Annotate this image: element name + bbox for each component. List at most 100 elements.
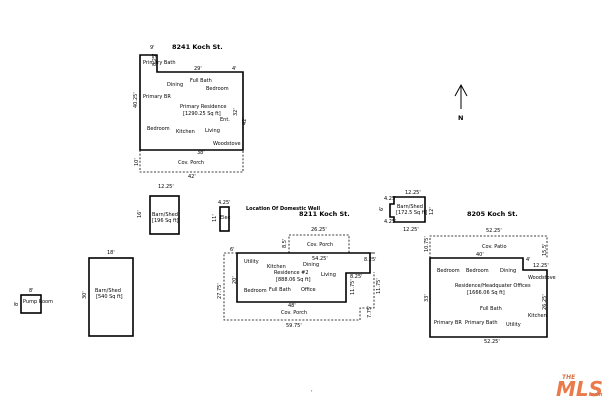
room-8205-bedroom1: Bedroom	[437, 268, 460, 274]
dim-8205-right: 26.25'	[542, 294, 548, 310]
building-8205: 8205 Koch St. 52.25' 10.75' 15.5' Cov. P…	[424, 210, 556, 345]
room-8205-patio: Cov. Patio	[482, 244, 507, 250]
watermark-suffix: .com	[589, 392, 603, 398]
north-arrow-icon: N	[454, 83, 468, 122]
room-8241-living: Living	[205, 128, 220, 134]
room-8241-bedroom1: Bedroom	[206, 86, 229, 92]
title-8205: 8205 Koch St.	[467, 210, 518, 218]
stray-mark: ,	[311, 387, 313, 393]
dim-elec-height: 11'	[212, 214, 218, 222]
watermark-the: THE	[562, 374, 576, 381]
barn540-label: Barn/Shed	[95, 288, 121, 294]
watermark-mls: MLS	[556, 377, 603, 401]
dim-barn172-side-right: 12'	[429, 207, 435, 215]
room-8241-kitchen: Kitchen	[176, 129, 195, 135]
dim-8205-inner-top: 40'	[476, 252, 484, 258]
barn172-label: Barn/Shed	[397, 204, 423, 210]
room-8241-primary-br: Primary BR	[143, 94, 171, 100]
room-8211-full-bath: Full Bath	[269, 287, 291, 293]
room-8211-bedroom: Bedroom	[244, 288, 267, 294]
dim-8211-main-top: 54.25'	[312, 256, 328, 262]
room-8241-woodstove: Woodstove	[213, 141, 241, 147]
dim-8211-porch-side: 8.5'	[282, 239, 288, 248]
dim-8241-bottom-inner: 38'	[197, 150, 205, 156]
dim-barn540-height: 30'	[82, 291, 88, 299]
room-8211-kitchen: Kitchen	[267, 264, 286, 270]
room-8241-area: [1290.25 Sq ft]	[183, 111, 221, 117]
room-8241-bedroom2: Bedroom	[147, 126, 170, 132]
pump-label: Pump Room	[23, 299, 53, 305]
dim-8241-porch-side: 10'	[134, 158, 140, 166]
room-8211-porch-top: Cov. Porch	[307, 242, 333, 248]
title-8241: 8241 Koch St.	[172, 43, 223, 51]
dim-barn172-side-left-bottom: 4.25'	[384, 219, 397, 225]
dim-8205-inner-right-small: 4'	[526, 257, 531, 263]
walls-8241	[139, 54, 244, 151]
dim-8241-right-small: 4'	[232, 66, 237, 72]
room-8241-dining: Dining	[167, 82, 183, 88]
barn540-walls	[88, 257, 134, 337]
dim-8205-left-top: 10.75'	[424, 236, 430, 252]
room-8211-area: [888.06 Sq ft]	[276, 277, 311, 283]
barn-shed-540: 18' 30' Barn/Shed [540 Sq ft]	[82, 250, 134, 337]
room-8205-primary-br: Primary BR	[434, 320, 462, 326]
patio-8205	[429, 235, 548, 258]
dim-barn540-width: 18'	[107, 250, 115, 256]
mls-watermark-logo: THE MLS .com	[556, 374, 603, 401]
dim-8211-porch-top: 26.25'	[311, 227, 327, 233]
room-8211-office: Office	[301, 287, 316, 293]
dim-8205-top: 52.25'	[486, 228, 502, 234]
dim-8211-inner-bottom: 48'	[288, 303, 296, 309]
well-label: Location Of Domestic Well	[246, 206, 320, 212]
room-8211-living: Living	[321, 272, 336, 278]
porch-8241	[139, 150, 244, 173]
room-8211-porch-bottom: Cov. Porch	[281, 310, 307, 316]
room-8205-residence: Residence/Headquater Offices	[455, 283, 531, 289]
dim-8211-right-outer: 11.75'	[376, 278, 382, 294]
barn172-walls	[389, 196, 426, 223]
porch-8211-top	[288, 234, 350, 253]
dim-barn196-width: 12.25'	[158, 184, 174, 190]
room-8211-residence: Residence #2	[274, 270, 309, 276]
walls-8205	[429, 257, 548, 338]
room-8205-dining: Dining	[500, 268, 516, 274]
title-8211: 8211 Koch St.	[299, 210, 350, 218]
dim-8211-inner-left: 20'	[232, 276, 238, 284]
north-label: N	[458, 114, 463, 122]
dim-8241-right: 32'	[233, 108, 239, 116]
elec-walls	[219, 206, 230, 232]
dim-8241-top: 29'	[194, 66, 202, 72]
barn-shed-196: 12.25' 16' Barn/Shed [196 Sq ft]	[137, 184, 180, 235]
barn196-area: [196 Sq ft]	[152, 218, 179, 224]
dim-8241-left: 40.25'	[133, 92, 139, 108]
building-8241: 8241 Koch St. 9' 29' 4' 40.25' 32' 42' 8…	[133, 43, 248, 180]
dim-8211-bottom: 59.75'	[286, 323, 302, 329]
svg-text:Location Of Domestic Well: Location Of Domestic Well	[246, 206, 320, 212]
dim-barn172-width-bottom: 12.25'	[403, 227, 419, 233]
barn540-area: [540 Sq ft]	[96, 294, 123, 300]
elec-label: Elec	[220, 215, 231, 221]
room-8211-dining: Dining	[303, 262, 319, 268]
room-8205-kitchen: Kitchen	[528, 313, 547, 319]
dim-8241-bath-side: 8.25'	[152, 53, 158, 66]
room-8205-primary-bath: Primary Bath	[465, 320, 498, 326]
room-8241-ent: Ent.	[220, 117, 230, 123]
barn-shed-172: 12.25' 4.25' 6' 4.25' 12' Barn/Shed [172…	[379, 190, 435, 233]
room-8205-woodstove: Woodstove	[528, 275, 556, 281]
dim-pump-width: 8'	[29, 288, 34, 294]
dim-pump-height: 8'	[14, 301, 20, 306]
porch-8211-outer	[223, 252, 375, 321]
dim-8211-right-inner: 11.75'	[350, 279, 356, 295]
elec-box: 4.25' 11' Elec	[212, 200, 231, 232]
dim-8211-bottom-right: 7.75'	[367, 305, 373, 318]
room-8205-area: [1666.06 Sq ft]	[467, 290, 505, 296]
dim-8211-left: 27.75'	[217, 283, 223, 299]
dim-barn172-width-top: 12.25'	[405, 190, 421, 196]
room-8241-full-bath: Full Bath	[190, 78, 212, 84]
dim-elec-width: 4.25'	[218, 200, 231, 206]
dim-8241-top-small: 9'	[150, 45, 155, 51]
building-8211: 8211 Koch St. 26.25' 8.5' Cov. Porch 6' …	[217, 210, 382, 329]
barn172-area: [172.5 Sq ft]	[396, 210, 427, 216]
room-8241-primary-bath: Primary Bath	[143, 60, 176, 66]
barn196-walls	[149, 195, 180, 235]
